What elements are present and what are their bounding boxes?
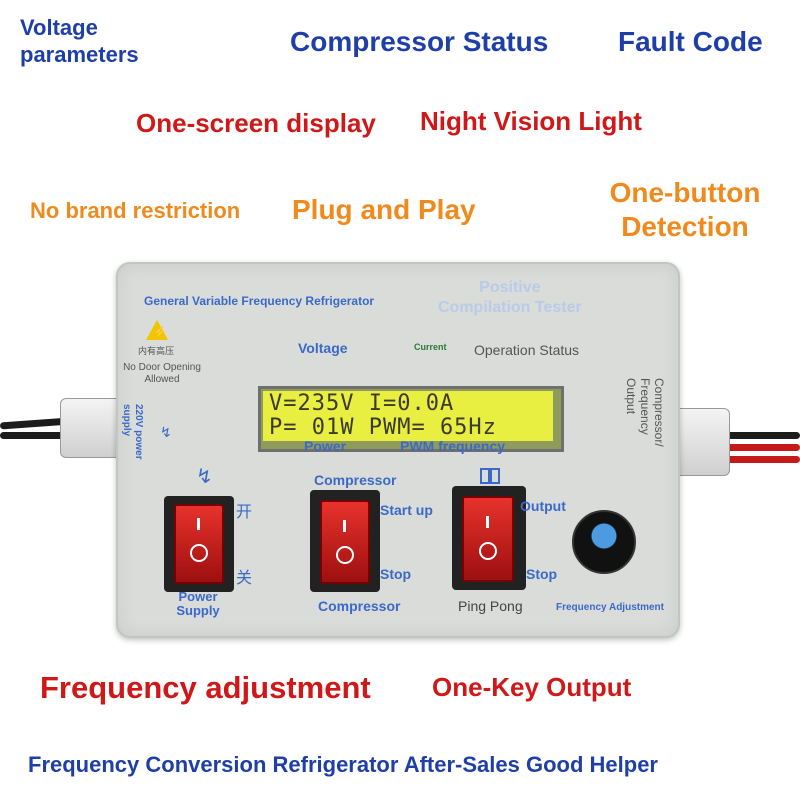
warning-bolt-icon: ⚡ [153,327,167,339]
power-switch-off-mark [190,544,208,562]
warning-english: No Door Opening Allowed [123,362,201,385]
compressor-status-heading: Compressor Status [290,26,549,57]
lcd-voltage-label: Voltage [298,340,348,356]
voltage-parameters-heading: Voltage parameters [20,15,139,67]
lcd-power-label: Power [304,438,347,454]
tester-device: General Variable Frequency Refrigerator … [116,262,680,638]
no-brand-restriction-heading: No brand restriction [30,198,241,223]
frequency-adjustment-knob[interactable] [572,510,636,574]
compressor-side-label: Compressor/ Frequency Output [624,378,666,447]
switch-off-chinese: 关 [236,570,253,587]
output-switch-indicator-icon-2 [490,468,500,484]
one-key-output-heading: One-Key Output [432,672,632,702]
right-cable-black [720,432,800,439]
output-label: Output [520,498,566,514]
compressor-bottom-label: Compressor [318,598,401,614]
one-button-detection-heading: One-button Detection [609,177,761,242]
frequency-adjustment-device-label: Frequency Adjustment [556,602,664,613]
one-screen-display-heading: One-screen display [136,108,376,138]
warning-chinese: 内有高压 [138,346,175,356]
power-switch[interactable] [174,504,224,584]
right-cable-red-2 [720,456,800,463]
high-voltage-warning-icon [146,320,168,340]
device-title-right: Positive Compilation Tester [438,279,582,316]
output-stop-label: Stop [526,566,558,582]
power-supply-side-label: 220V power supply [121,404,144,460]
power-side-bolt-icon: ↯ [160,424,172,440]
start-up-label: Start up [380,502,433,518]
power-switch-on-mark [197,518,200,530]
right-cable-gland [672,408,730,476]
lcd-display: V=235V I=0.0A P= 01W PWM= 65Hz [263,391,553,441]
lcd-current-label: Current [414,342,447,352]
output-switch-off-mark [479,542,497,560]
compressor-switch[interactable] [320,500,370,584]
lcd-line-2: P= 01W PWM= 65Hz [269,415,497,440]
output-switch-indicator-icon [480,468,490,484]
lcd-line-1: V=235V I=0.0A [269,391,455,416]
footer-heading: Frequency Conversion Refrigerator After-… [28,752,658,777]
lcd-pwm-label: PWM frequency [400,438,506,454]
right-cable-red-1 [720,444,800,451]
power-bolt-icon: ↯ [196,466,213,488]
output-switch-on-mark [486,516,489,528]
plug-and-play-heading: Plug and Play [292,194,476,225]
output-switch[interactable] [462,496,514,582]
compressor-switch-off-mark [336,546,354,564]
compressor-stop-label: Stop [380,566,412,582]
lcd-operation-status-label: Operation Status [474,342,580,358]
switch-on-chinese: 开 [236,504,253,521]
ping-pong-label: Ping Pong [458,598,523,614]
device-title: General Variable Frequency Refrigerator [144,294,375,308]
left-cable-gland [60,398,124,458]
compressor-switch-on-mark [343,520,346,532]
power-supply-label: Power Supply [176,589,220,618]
night-vision-light-heading: Night Vision Light [420,106,642,136]
left-cable-2 [0,432,70,439]
frequency-adjustment-heading: Frequency adjustment [40,670,371,705]
compressor-top-label: Compressor [314,472,397,488]
fault-code-heading: Fault Code [618,26,763,57]
